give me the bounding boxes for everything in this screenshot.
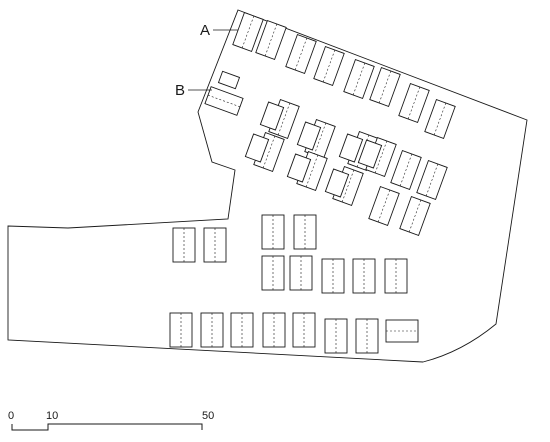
building <box>368 186 400 226</box>
building-ridge-line <box>207 94 241 108</box>
building <box>217 70 241 90</box>
building <box>369 67 401 107</box>
building <box>424 99 456 139</box>
building <box>313 46 345 86</box>
building-ridge-line <box>433 102 447 136</box>
building-ridge-line <box>341 169 355 203</box>
building-ridge-line <box>378 70 392 104</box>
building <box>296 121 322 151</box>
building <box>255 20 287 60</box>
site-boundary <box>7 9 528 363</box>
building <box>200 312 224 348</box>
building <box>398 83 430 123</box>
building <box>385 319 419 343</box>
building-ridge-line <box>425 163 439 197</box>
building-footprint <box>259 101 285 131</box>
building <box>321 258 345 294</box>
building-ridge-line <box>374 140 388 174</box>
building-ridge-line <box>399 153 413 187</box>
building-footprint <box>217 70 241 90</box>
building <box>203 227 227 263</box>
building-ridge-line <box>305 154 319 188</box>
scale-tick-0: 0 <box>8 410 14 422</box>
building <box>172 227 196 263</box>
building-footprint <box>286 153 312 183</box>
building <box>169 312 193 348</box>
building <box>352 258 376 294</box>
building <box>262 312 286 348</box>
building <box>357 139 383 169</box>
building <box>293 214 317 250</box>
building <box>324 318 348 354</box>
building <box>338 133 364 163</box>
building-ridge-line <box>241 15 255 49</box>
building-footprint <box>296 121 322 151</box>
building-ridge-line <box>264 23 278 57</box>
building <box>286 153 312 183</box>
building-ridge-line <box>262 135 276 169</box>
building <box>259 101 285 131</box>
building-footprint <box>357 139 383 169</box>
building-ridge-line <box>322 49 336 83</box>
scale-tick-10: 10 <box>46 410 58 422</box>
building <box>399 196 431 236</box>
building <box>289 255 313 291</box>
building <box>343 59 375 99</box>
building-ridge-line <box>352 62 366 96</box>
building <box>285 34 317 74</box>
label-a: A <box>200 22 210 39</box>
building <box>292 312 316 348</box>
building <box>390 150 422 190</box>
buildings-layer <box>169 12 456 354</box>
building <box>261 255 285 291</box>
label-b: B <box>175 82 185 99</box>
building-ridge-line <box>313 122 327 156</box>
building-ridge-line <box>294 37 308 71</box>
building <box>244 133 270 163</box>
building <box>384 258 408 294</box>
building-ridge-line <box>277 102 291 136</box>
building-footprint <box>338 133 364 163</box>
building <box>232 12 264 52</box>
building-footprint <box>324 168 350 198</box>
building <box>324 168 350 198</box>
building <box>355 318 379 354</box>
building-footprint <box>244 133 270 163</box>
building-ridge-line <box>407 86 421 120</box>
scale-bar <box>11 423 203 431</box>
building <box>416 160 448 200</box>
scale-tick-50: 50 <box>202 410 214 422</box>
building-ridge-line <box>377 189 391 223</box>
building <box>261 214 285 250</box>
building <box>230 312 254 348</box>
building <box>204 86 244 116</box>
building-ridge-line <box>408 199 422 233</box>
